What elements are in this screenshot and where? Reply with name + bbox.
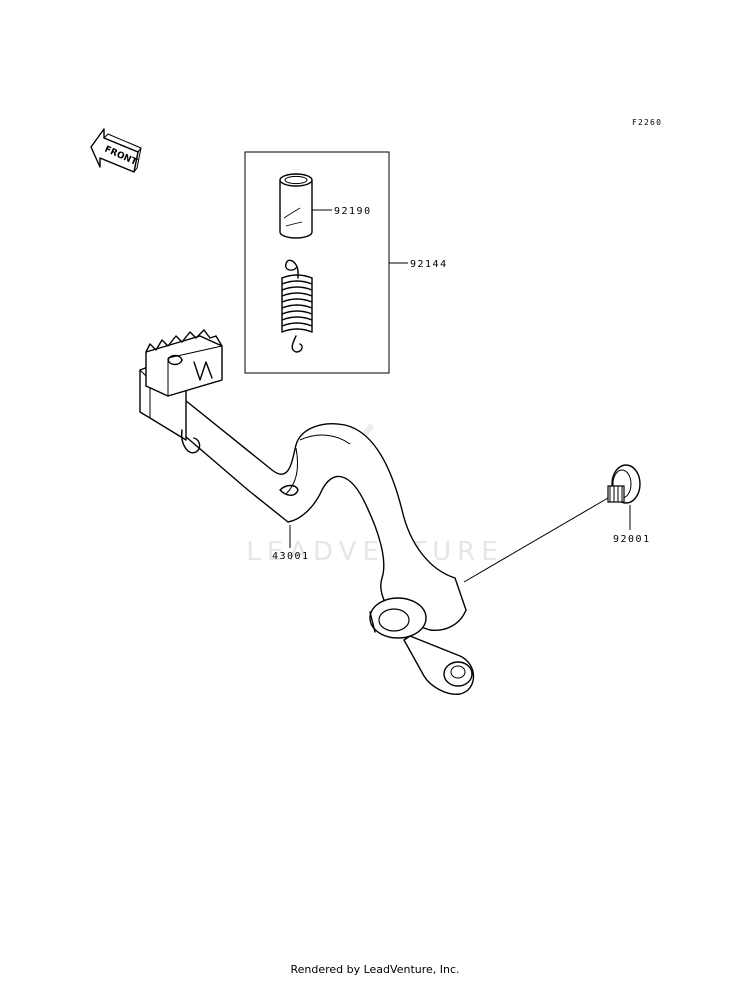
part-label-92001: 92001 (613, 534, 651, 545)
figure-code: F2260 (632, 118, 662, 127)
brake-pedal-icon (139, 329, 475, 695)
flange-bolt-icon (607, 464, 641, 504)
part-label-92144: 92144 (410, 259, 448, 270)
watermark-text: LEADVENTURE (246, 537, 503, 567)
footer-credit: Rendered by LeadVenture, Inc. (290, 963, 460, 976)
kit-box (244, 151, 390, 374)
spring-icon (281, 259, 313, 353)
part-label-43001: 43001 (272, 551, 310, 562)
collar-bushing-icon (279, 173, 313, 239)
part-label-92190: 92190 (334, 206, 372, 217)
front-direction-arrow-icon: FRONT (90, 128, 142, 173)
